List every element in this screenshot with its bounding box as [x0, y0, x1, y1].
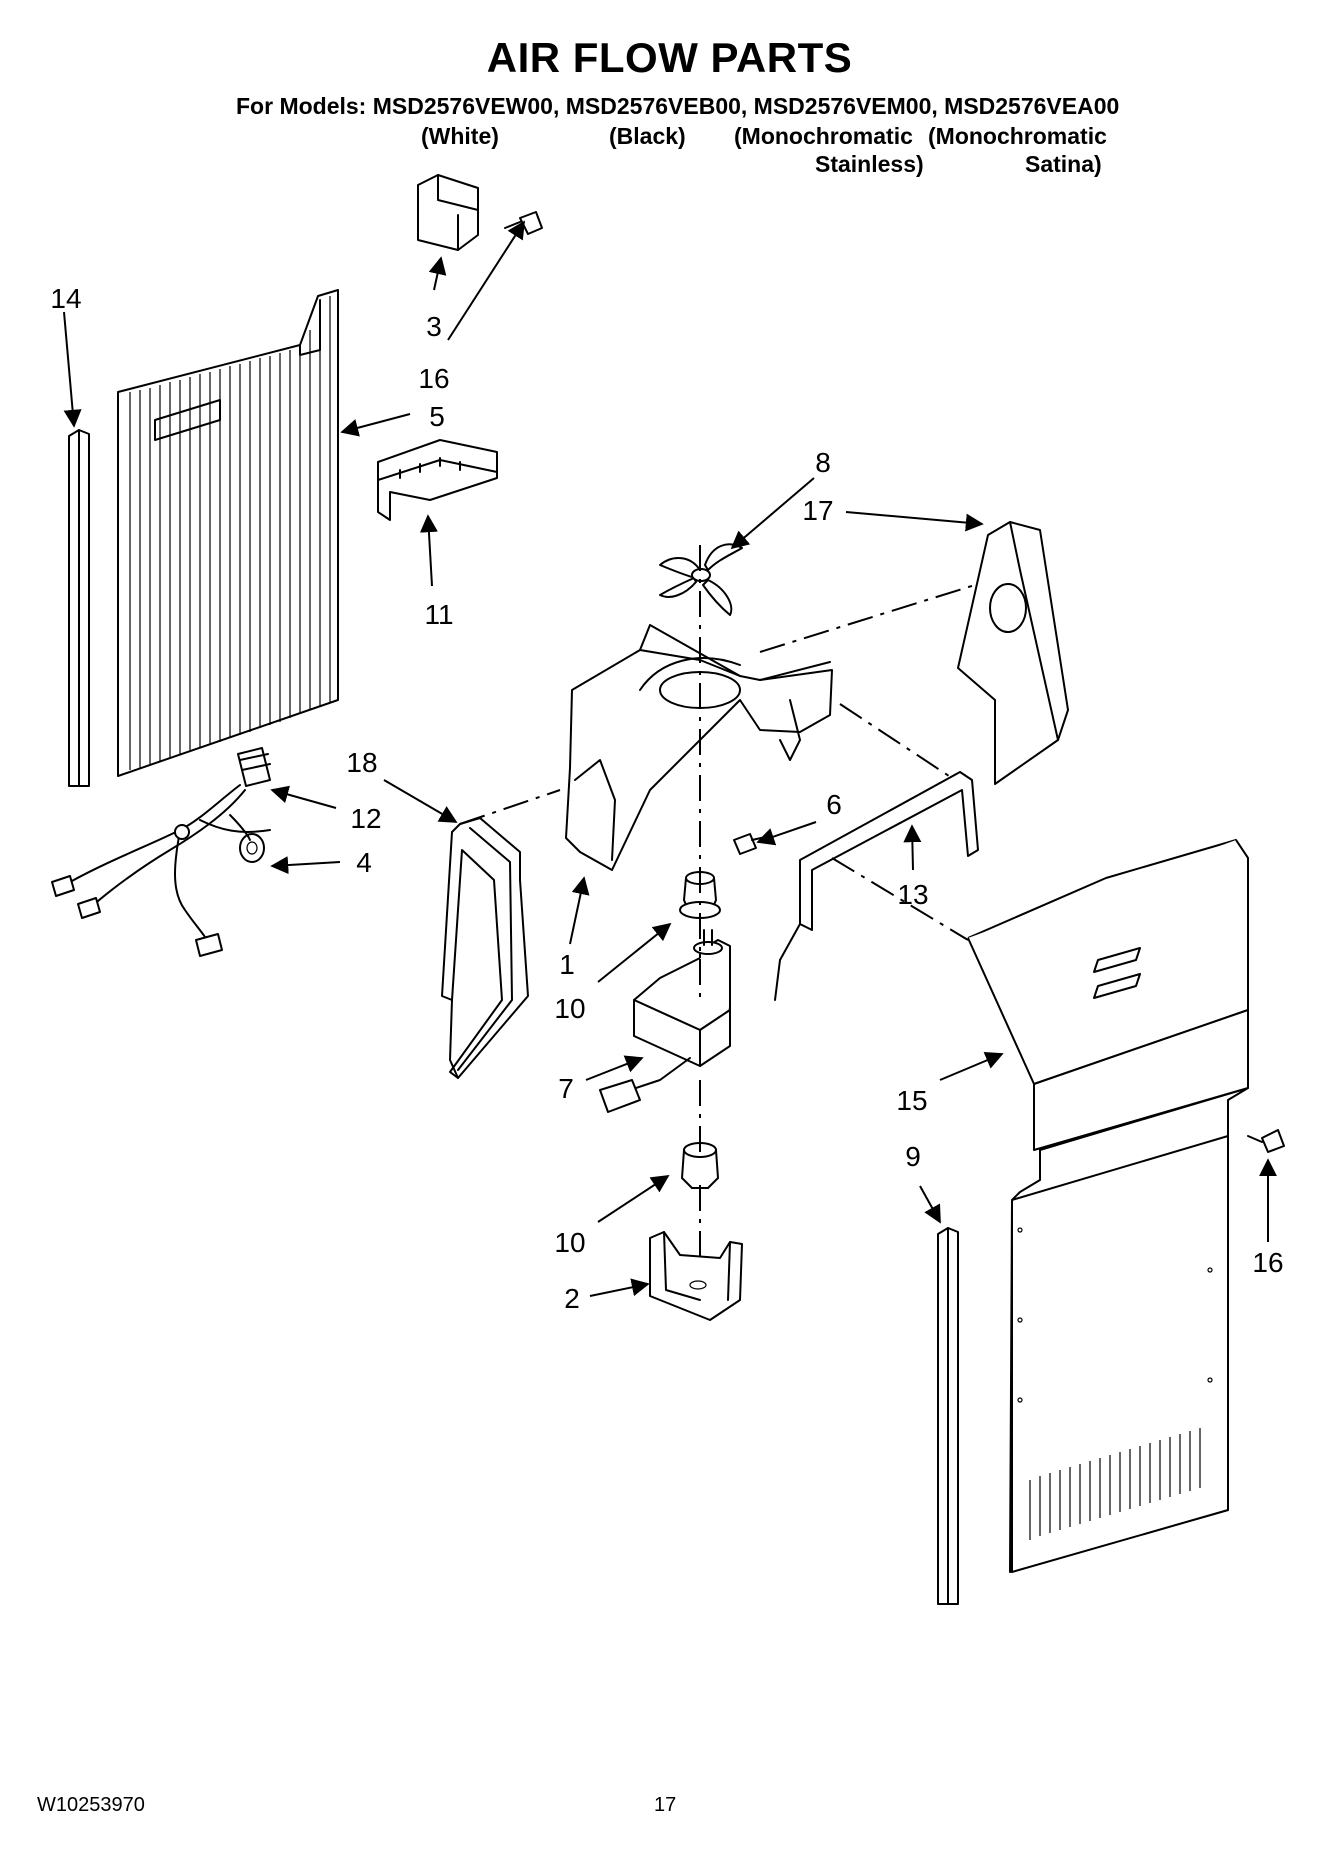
document-code: W10253970: [37, 1794, 145, 1816]
part-4-grommet: [229, 814, 265, 863]
variant-black: (Black): [609, 123, 686, 149]
callout-10-lower: 10: [554, 1227, 585, 1258]
callout-17: 17: [802, 495, 833, 526]
page-title: AIR FLOW PARTS: [486, 34, 853, 81]
part-13-bent-strip: [774, 771, 979, 1001]
assembly-lines: [459, 545, 976, 1260]
part-5-rear-panel: [117, 289, 339, 777]
callout-13: 13: [897, 879, 928, 910]
part-10-grommet-lower: [681, 1142, 719, 1189]
part-9-seal-strip: [937, 1227, 959, 1605]
leader-arrows: [63, 220, 1277, 1297]
callout-3: 3: [426, 311, 442, 342]
part-17-shroud-plate: [957, 521, 1069, 785]
callout-4: 4: [356, 847, 372, 878]
callout-9: 9: [905, 1141, 921, 1172]
callout-16-top: 16: [418, 363, 449, 394]
variant-stainless-line2: Stainless): [815, 151, 924, 177]
callout-1: 1: [559, 949, 575, 980]
part-16-screw-right: [1247, 1129, 1285, 1153]
callout-7: 7: [558, 1073, 574, 1104]
variant-satina-line2: Satina): [1025, 151, 1102, 177]
part-7-fan-motor: [599, 929, 731, 1113]
callout-11: 11: [424, 599, 453, 630]
variant-white: (White): [421, 123, 499, 149]
part-1-fan-housing: [565, 624, 833, 871]
callout-2: 2: [564, 1283, 580, 1314]
callout-5: 5: [429, 401, 445, 432]
callout-18: 18: [346, 747, 377, 778]
callout-6: 6: [826, 789, 842, 820]
callout-8: 8: [815, 447, 831, 478]
variant-satina: (Monochromatic: [928, 123, 1107, 149]
part-14-seal-strip: [68, 429, 90, 787]
part-15-front-cover: [967, 839, 1249, 1573]
page-number: 17: [654, 1794, 677, 1816]
part-18-left-bracket: [441, 817, 529, 1079]
variant-stainless: (Monochromatic: [734, 123, 913, 149]
part-12-wire-harness: [51, 747, 271, 957]
part-11-bracket: [377, 439, 498, 521]
callout-15: 15: [896, 1085, 927, 1116]
part-6-screw: [733, 833, 771, 855]
callout-16-right: 16: [1252, 1247, 1283, 1278]
callout-12: 12: [350, 803, 381, 834]
part-2-motor-bracket: [649, 1231, 743, 1321]
callout-14: 14: [50, 283, 81, 314]
part-3-duct-cover: [417, 174, 479, 251]
callout-labels: 14 3 16 5 11 8 17 18 12 4 6 13 1 10 7 15…: [50, 283, 1283, 1314]
callout-10-upper: 10: [554, 993, 585, 1024]
models-line: For Models: MSD2576VEW00, MSD2576VEB00, …: [236, 93, 1120, 119]
